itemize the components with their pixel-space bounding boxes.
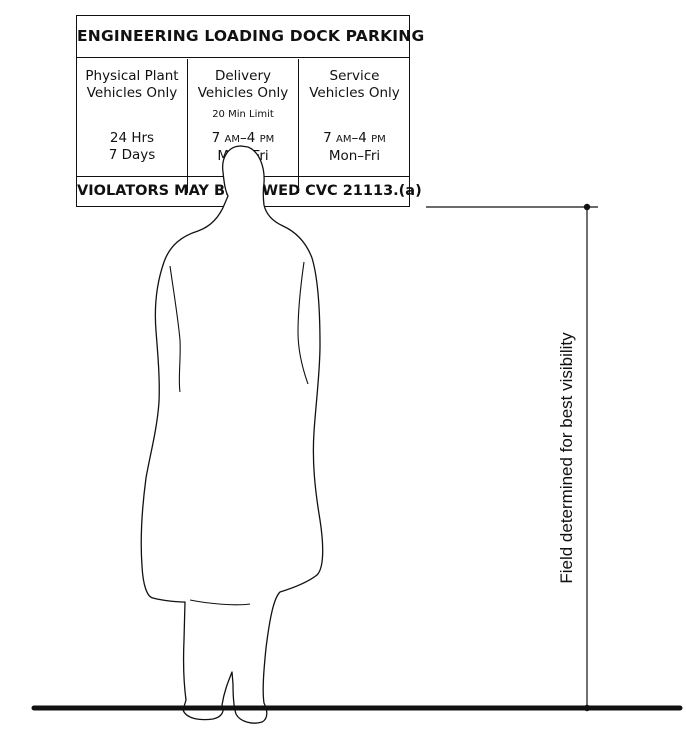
column-heading: Service Vehicles Only <box>299 68 410 102</box>
heading-line: Delivery <box>214 68 272 84</box>
hours-start-suffix: AM <box>336 134 352 145</box>
person-silhouette <box>140 145 324 724</box>
hours-end: –4 <box>351 130 367 146</box>
days-line: 7 Days <box>108 147 156 163</box>
hours-end: –4 <box>240 130 256 146</box>
time-limit-note: 20 Min Limit <box>212 109 274 120</box>
column-hours: 24 Hrs 7 Days <box>77 130 187 164</box>
column-hours: 7 AM–4 PM Mon–Fri <box>299 130 410 165</box>
heading-line: Service <box>329 68 380 84</box>
hours-line: 7 AM–4 PM <box>299 130 410 148</box>
dimension-label: Field determined for best visibility <box>557 332 576 584</box>
sign-title: ENGINEERING LOADING DOCK PARKING <box>77 16 424 58</box>
heading-line: Vehicles Only <box>309 85 400 101</box>
column-heading: Physical Plant Vehicles Only <box>77 68 187 102</box>
arm-left-contour <box>169 265 181 393</box>
hours-line: 24 Hrs <box>109 130 155 146</box>
sign-column-physical-plant: Physical Plant Vehicles Only 24 Hrs 7 Da… <box>77 59 188 193</box>
hours-start: 7 <box>211 130 221 146</box>
column-heading: Delivery Vehicles Only <box>188 68 298 102</box>
hours-start-suffix: AM <box>224 134 241 145</box>
parking-sign: ENGINEERING LOADING DOCK PARKING Physica… <box>76 15 424 207</box>
hours-start: 7 <box>323 130 332 146</box>
dimension-top-dot <box>583 203 591 211</box>
arm-right-contour <box>297 261 309 385</box>
heading-line: Vehicles Only <box>197 85 289 101</box>
days-line: Mon–Fri <box>328 148 381 164</box>
coat-hem-contour <box>189 599 251 606</box>
hours-end-suffix: PM <box>259 134 275 145</box>
heading-line: Physical Plant <box>85 68 179 84</box>
hours-line: 7 AM–4 PM <box>188 130 298 148</box>
heading-line: Vehicles Only <box>86 85 178 101</box>
sign-column-service: Service Vehicles Only 7 AM–4 PM Mon–Fri <box>299 59 410 193</box>
hours-end-suffix: PM <box>371 134 386 145</box>
